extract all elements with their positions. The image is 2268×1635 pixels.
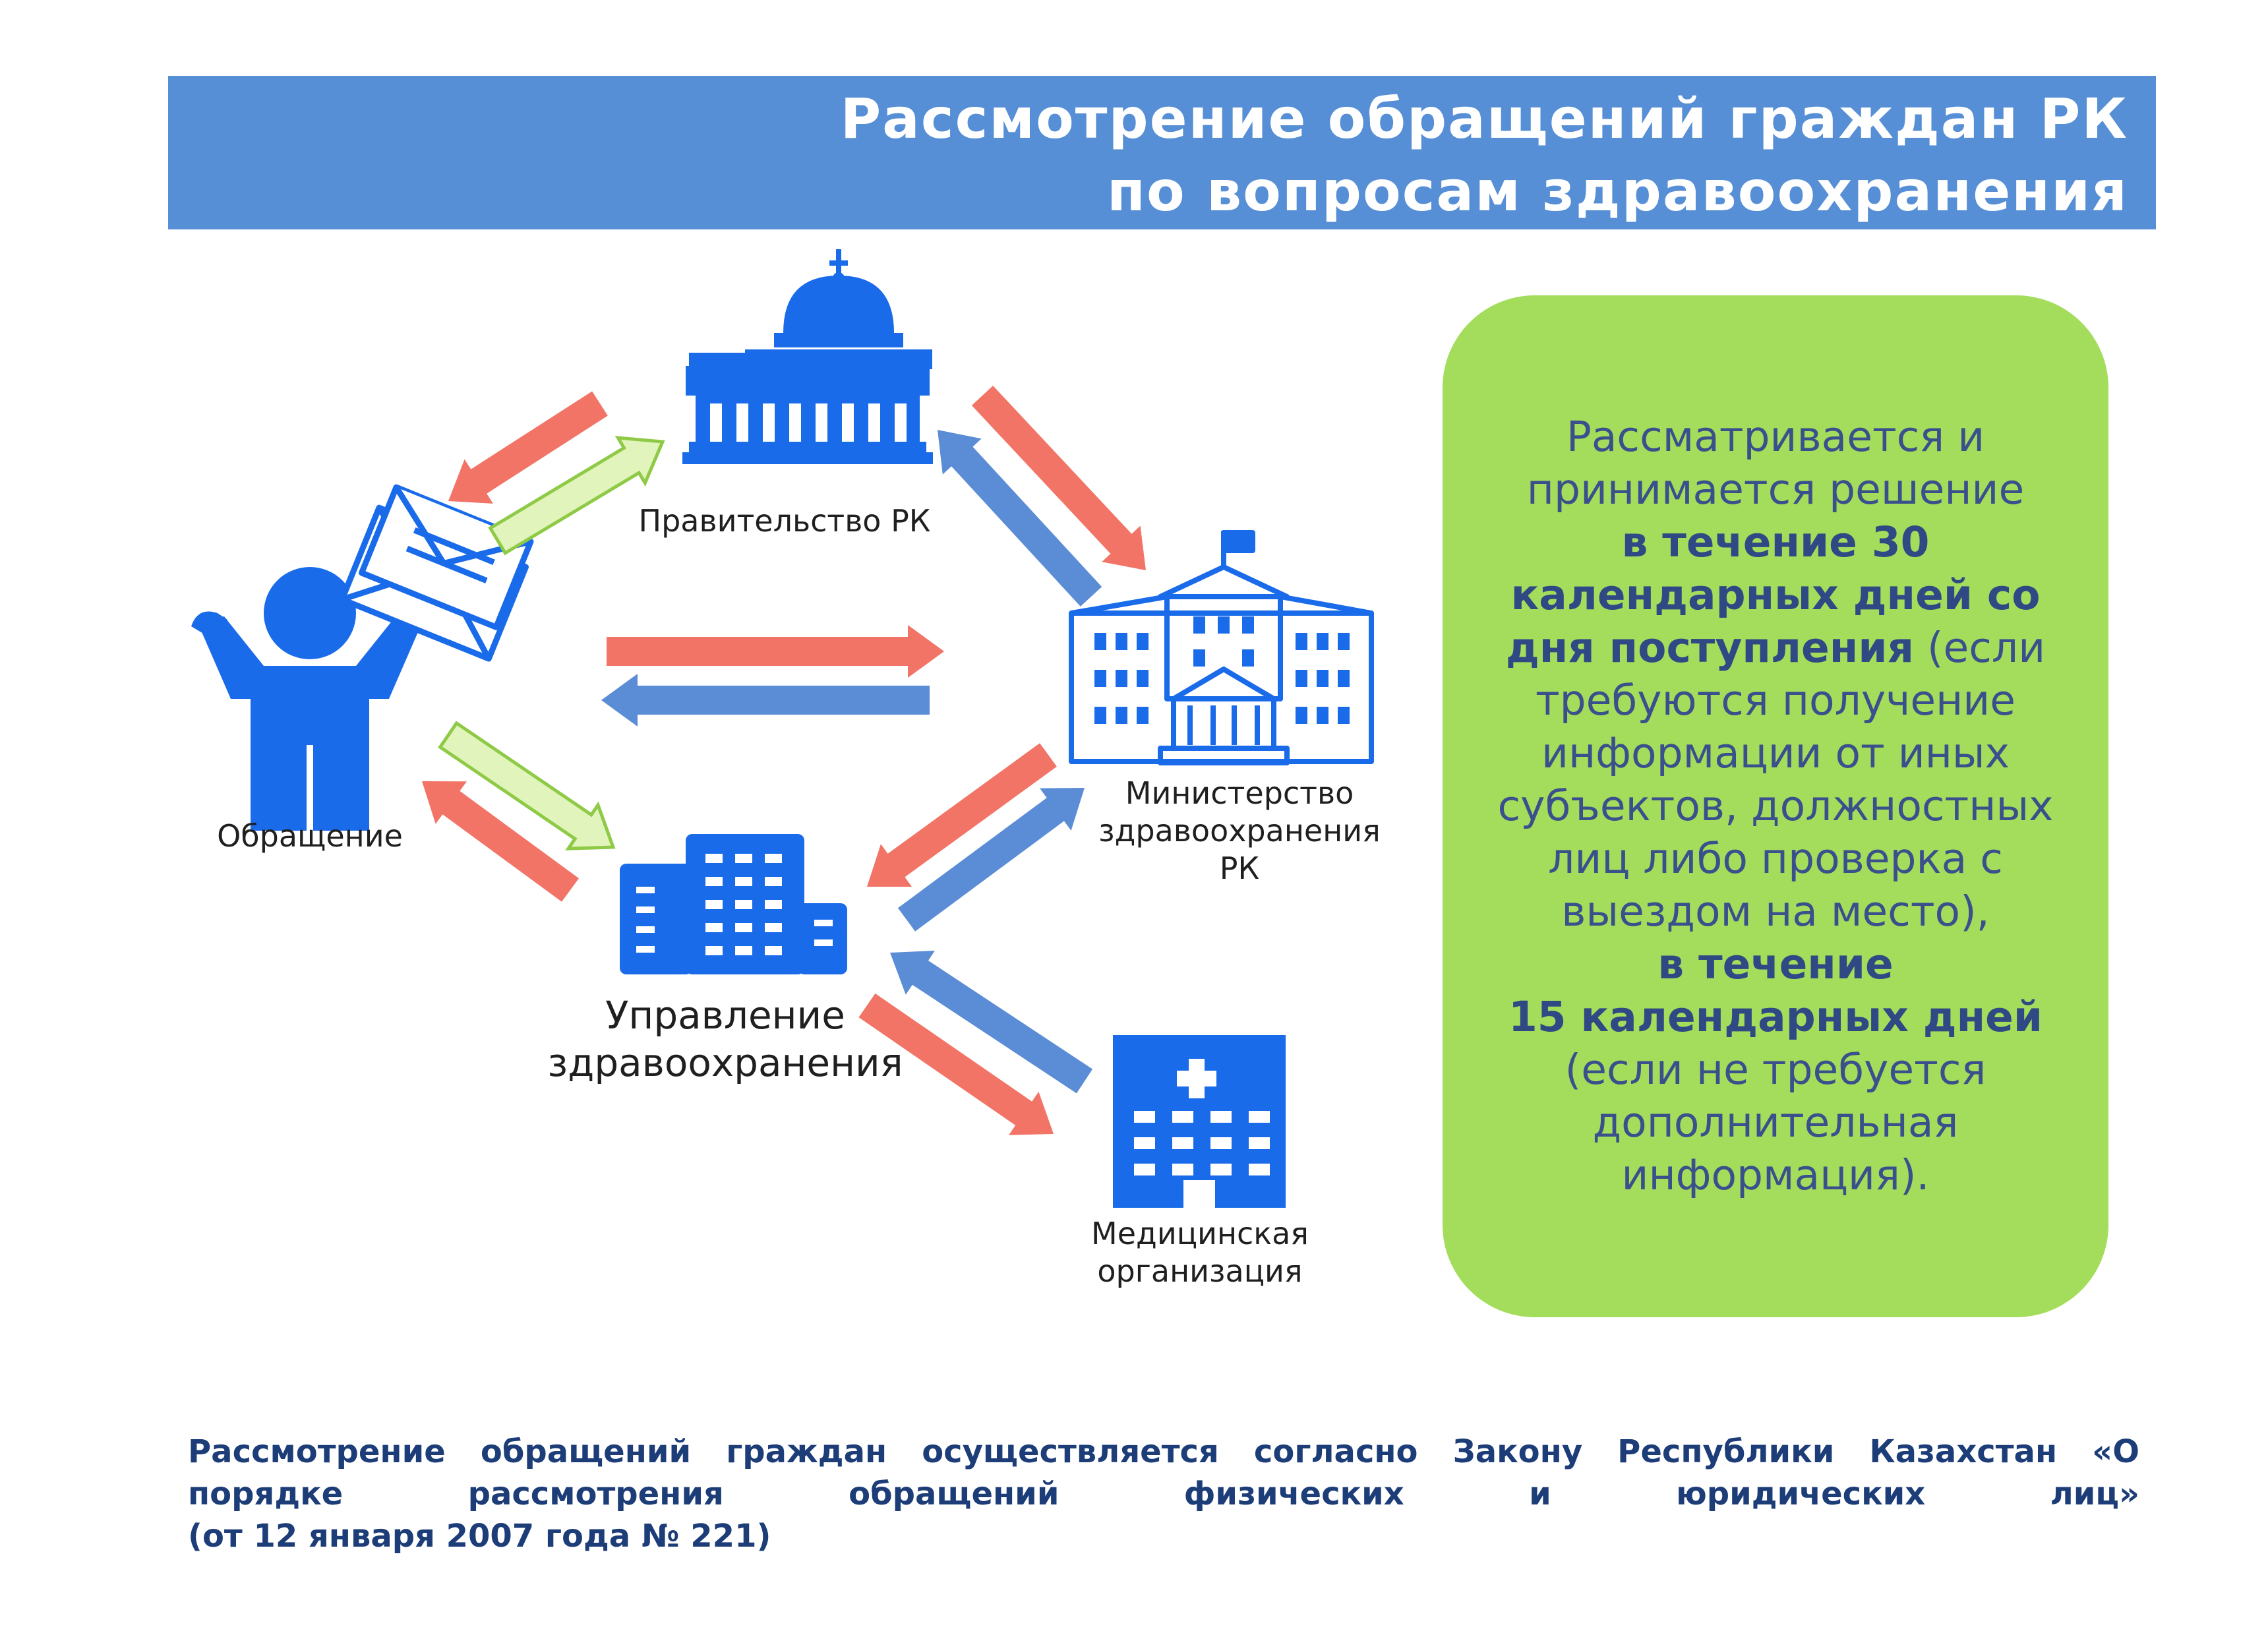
info-line: требуются получение <box>1535 676 2016 725</box>
arrow-ministry-to-government <box>938 430 1102 607</box>
footer-line-3: (от 12 января 2007 года № 221) <box>188 1518 771 1555</box>
flow-arrows <box>422 386 1146 1135</box>
info-line: (если не требуется <box>1565 1046 1986 1094</box>
health-department-label: Управление здравоохранения <box>521 992 930 1087</box>
arrow-ministry-to-health-department <box>867 743 1057 887</box>
arrow-medical-organization-to-health-department <box>890 951 1093 1094</box>
arrow-citizen-to-health-department <box>438 721 616 850</box>
arrow-health-department-to-citizen <box>422 781 579 902</box>
info-line: субъектов, должностных <box>1497 782 2054 830</box>
ministry-label: Министерство здравоохранения РК <box>1068 775 1411 887</box>
page-title-line-2: по вопросам здравоохранения <box>1107 159 2128 223</box>
citizen-person-icon <box>191 567 422 831</box>
info-line-mixed: дня поступления (если <box>1505 624 2046 672</box>
info-line: дополнительная <box>1592 1098 1959 1146</box>
health-department-building-icon <box>620 834 847 974</box>
footer-line-2: порядке рассмотрения обращений физически… <box>188 1475 2139 1512</box>
arrow-citizen-to-government <box>488 436 665 556</box>
info-line: информации от иных <box>1541 729 2010 777</box>
hospital-building-icon <box>1113 1035 1286 1208</box>
ministry-label-line-2: здравоохранения <box>1098 813 1381 849</box>
info-line: принимается решение <box>1526 465 2025 514</box>
info-line-bold: в течение 30 <box>1621 518 1930 566</box>
deadline-info-box: Рассматривается и принимается решение в … <box>1443 295 2108 1317</box>
info-line: выездом на место), <box>1561 887 1990 936</box>
deadline-info-text: Рассматривается и принимается решение в … <box>1482 411 2069 1202</box>
info-line: Рассматривается и <box>1566 413 1985 461</box>
arrow-ministry-to-citizen <box>601 674 930 727</box>
info-line: лиц либо проверка с <box>1548 835 2003 883</box>
ministry-label-line-1: Министерство <box>1125 775 1354 811</box>
medical-organization-label-line-2: организация <box>1097 1253 1303 1290</box>
page-title-line-1: Рассмотрение обращений граждан РК <box>840 86 2128 151</box>
info-line: информация). <box>1621 1151 1930 1199</box>
arrow-health-department-to-medical-organization <box>858 993 1054 1135</box>
health-department-label-line-2: здравоохранения <box>547 1040 903 1085</box>
title-banner: Рассмотрение обращений граждан РК по воп… <box>168 76 2156 229</box>
arrow-citizen-to-ministry <box>607 625 944 678</box>
government-label: Правительство РК <box>638 503 931 539</box>
arrow-government-to-citizen <box>448 391 608 504</box>
info-line-bold: в течение <box>1657 940 1894 988</box>
arrow-health-department-to-ministry <box>897 788 1085 932</box>
medical-organization-label: Медицинская организация <box>1042 1215 1358 1290</box>
arrow-government-to-ministry <box>971 386 1146 570</box>
info-line-bold: 15 календарных дней <box>1508 993 2043 1041</box>
citizen-label: Обращение <box>217 818 403 854</box>
government-building-icon <box>682 249 933 464</box>
ministry-building-icon <box>1069 530 1374 765</box>
info-line-bold: календарных дней со <box>1510 571 2041 619</box>
ministry-label-line-3: РК <box>1219 850 1260 887</box>
footer-line-1: Рассмотрение обращений граждан осуществл… <box>188 1433 2139 1470</box>
envelope-icon <box>339 484 534 662</box>
medical-organization-label-line-1: Медицинская <box>1091 1216 1309 1251</box>
law-reference-footer: Рассмотрение обращений граждан осуществл… <box>188 1431 2139 1557</box>
health-department-label-line-1: Управление <box>605 993 845 1038</box>
